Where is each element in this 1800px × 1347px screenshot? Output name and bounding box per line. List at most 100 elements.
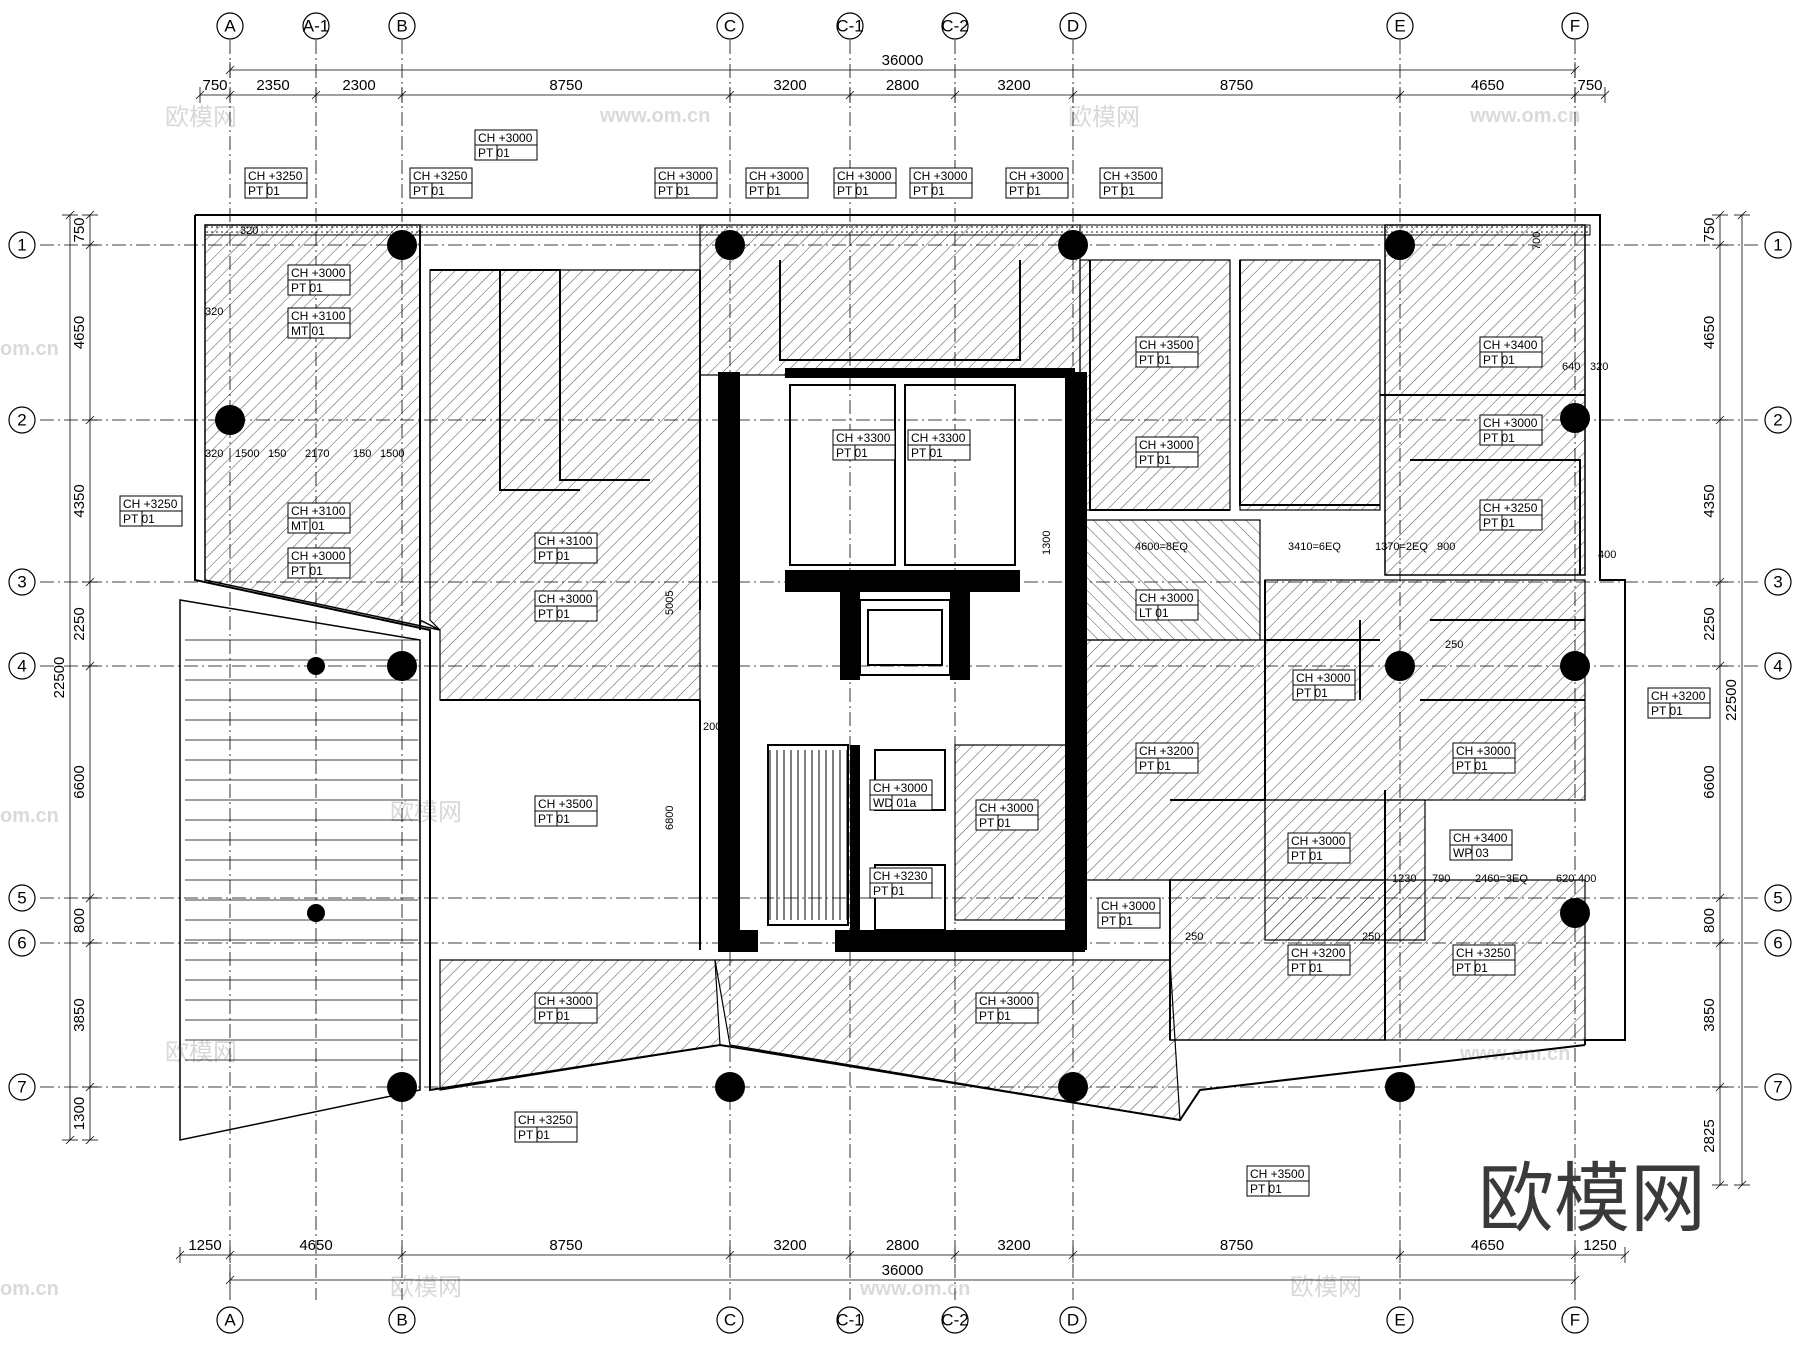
dim-left-segments-label-3: 2250 <box>71 607 88 640</box>
axis-bubble-top-col-C2-label: C-2 <box>941 17 968 36</box>
axis-bubble-top-col-D-label: D <box>1067 17 1079 36</box>
ceiling-tag-material: PT 01 <box>658 184 690 198</box>
ceiling-tag-height: CH +3250 <box>248 169 303 183</box>
ceiling-tag-material: PT 01 <box>1483 516 1515 530</box>
ceiling-tag-height: CH +3000 <box>658 169 713 183</box>
note-3410: 3410=6EQ <box>1288 541 1341 553</box>
ceiling-tag-material: PT 01 <box>291 564 323 578</box>
column-C7 <box>715 1072 745 1102</box>
dim-bottom-segments-label-1: 4650 <box>299 1237 332 1254</box>
zone-bath-top <box>1239 259 1381 511</box>
dim-bottom-segments-label-6: 8750 <box>1220 1237 1253 1254</box>
axis-bubble-bottom-col-B-label: B <box>396 1311 407 1330</box>
note-900: 900 <box>1437 541 1455 553</box>
dim-right-total-label-0: 22500 <box>1723 679 1740 721</box>
dim-top-segments-label-0: 750 <box>202 77 227 94</box>
axis-bubble-bottom-col-A-label: A <box>224 1311 236 1330</box>
dim-right-segments-label-5: 800 <box>1701 908 1718 933</box>
dim-top-total: 36000 <box>225 52 1580 78</box>
note-1230: 1230 <box>1392 873 1416 885</box>
dim-top-segments-label-5: 2800 <box>886 77 919 94</box>
axis-bubble-top-col-A1-label: A-1 <box>303 17 329 36</box>
dim-right-segments-label-6: 3850 <box>1701 998 1718 1031</box>
ceiling-tag-material: PT 01 <box>538 812 570 826</box>
ceiling-tag-material: PT 01 <box>873 884 905 898</box>
axis-bubble-bottom-col-C1: C-1 <box>836 1306 864 1334</box>
dim-right-segments-label-2: 4350 <box>1701 484 1718 517</box>
annotation-numbers: 320 1500 150 2170 150 1500 320 320 4600=… <box>205 225 1616 943</box>
ceiling-tag-material: LT 01 <box>1139 606 1169 620</box>
column-D7 <box>1058 1072 1088 1102</box>
axis-bubble-right-row-5-label: 5 <box>1773 889 1782 908</box>
dim-top-total-label-0: 36000 <box>882 52 924 69</box>
ceiling-tag-height: CH +3000 <box>837 169 892 183</box>
ceiling-tag-material: PT 01 <box>836 446 868 460</box>
note-150-b: 150 <box>353 448 371 460</box>
ceiling-tag-height: CH +3400 <box>1453 831 1508 845</box>
axis-bubble-left-row-5: 5 <box>8 884 36 912</box>
note-1500-a: 1500 <box>235 448 259 460</box>
column-F4 <box>1560 651 1590 681</box>
ceiling-tag-material: PT 01 <box>911 446 943 460</box>
axis-bubble-top-col-B: B <box>388 12 416 40</box>
ceiling-tag-height: CH +3000 <box>1009 169 1064 183</box>
axis-bubble-right-row-4: 4 <box>1764 652 1792 680</box>
ceiling-tag-height: CH +3000 <box>291 266 346 280</box>
note-1370: 1370=2EQ <box>1375 541 1428 553</box>
ceiling-tag-material: PT 01 <box>291 281 323 295</box>
zone-stair-landing <box>1079 519 1261 641</box>
column-A15 <box>307 904 325 922</box>
ceiling-tag-material: PT 01 <box>1009 184 1041 198</box>
ceiling-tag-height: CH +3000 <box>478 131 533 145</box>
note-1500-b: 1500 <box>380 448 404 460</box>
axis-bubble-left-row-4-label: 4 <box>17 657 26 676</box>
axis-bubble-left-row-7-label: 7 <box>17 1078 26 1097</box>
axis-bubble-right-row-6-label: 6 <box>1773 934 1782 953</box>
note-250-b: 250 <box>1362 931 1380 943</box>
balcony-slats <box>185 639 418 1061</box>
axis-bubble-right-row-7: 7 <box>1764 1073 1792 1101</box>
ceiling-tag-material: PT 01 <box>248 184 280 198</box>
dim-top-segments-label-3: 8750 <box>549 77 582 94</box>
note-6800: 6800 <box>664 806 676 830</box>
dim-left-segments-label-1: 4650 <box>71 316 88 349</box>
axis-bubble-top-col-C1-label: C-1 <box>836 17 863 36</box>
ceiling-tag-material: PT 01 <box>538 549 570 563</box>
dim-right-segments-label-3: 2250 <box>1701 607 1718 640</box>
note-250-a: 250 <box>1185 931 1203 943</box>
axis-bubble-left-row-6-label: 6 <box>17 934 26 953</box>
axis-bubble-bottom-col-C2: C-2 <box>941 1306 969 1334</box>
ceiling-tag-height: CH +3000 <box>1483 416 1538 430</box>
axis-bubble-left-row-4: 4 <box>8 652 36 680</box>
note-5005: 5005 <box>664 591 676 615</box>
watermark-url-short: om.cn <box>0 805 59 827</box>
dim-left-total: 22500 <box>51 210 78 1145</box>
watermark-url: www.om.cn <box>859 1278 970 1300</box>
axis-bubble-right-row-3: 3 <box>1764 568 1792 596</box>
ceiling-tag-height: CH +3000 <box>873 781 928 795</box>
ceiling-tag-material: PT 01 <box>1291 961 1323 975</box>
column-A2 <box>215 405 245 435</box>
axis-bubble-left-row-5-label: 5 <box>17 889 26 908</box>
axis-bubble-bottom-col-A: A <box>216 1306 244 1334</box>
ceiling-tag-height: CH +3500 <box>1103 169 1158 183</box>
ceiling-tag-height: CH +3300 <box>911 431 966 445</box>
axis-bubble-right-row-7-label: 7 <box>1773 1078 1782 1097</box>
ceiling-tag-material: PT 01 <box>1139 353 1171 367</box>
ceiling-tag-height: CH +3500 <box>1139 338 1194 352</box>
